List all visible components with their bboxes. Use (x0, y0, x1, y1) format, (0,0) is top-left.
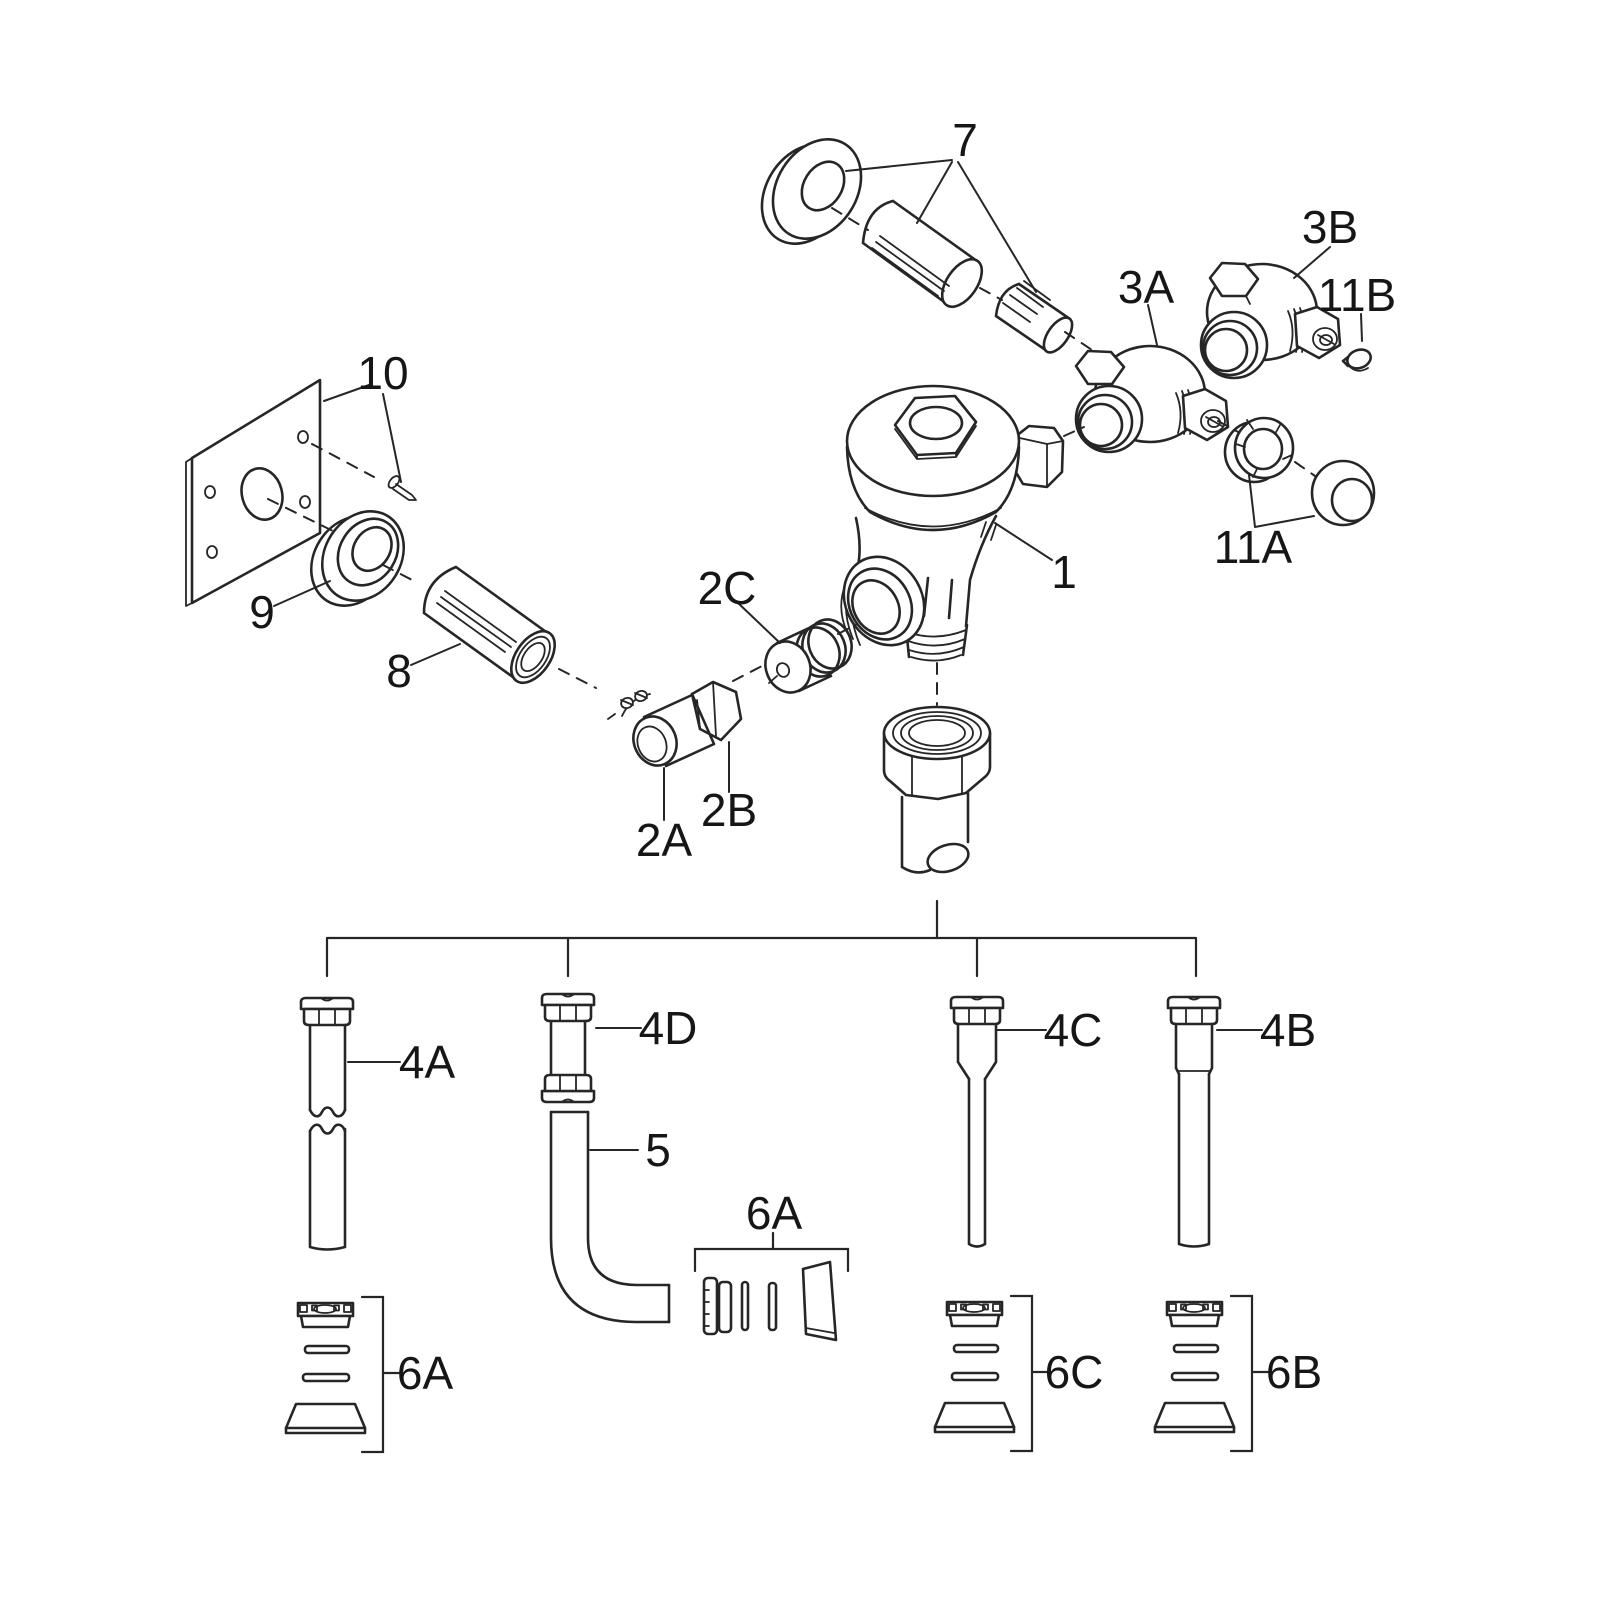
callout-2B: 2B (701, 784, 757, 836)
callout-4D: 4D (639, 1002, 698, 1054)
part-2-button-assembly-drawing (558, 601, 858, 821)
part-4C-tube-drawing (949, 995, 1047, 1248)
callout-11B: 11B (1318, 269, 1396, 321)
callout-6B: 6B (1266, 1346, 1322, 1398)
callout-6A-stack: 6A (397, 1347, 454, 1399)
callout-6C: 6C (1045, 1346, 1104, 1398)
part-7-escutcheon-sleeve-nipple-drawing (760, 138, 1093, 354)
valve-outlet-coupling-drawing (882, 662, 992, 874)
part-11B-cap-drawing (1341, 313, 1372, 372)
callout-3B: 3B (1302, 201, 1358, 253)
callout-3A: 3A (1118, 261, 1175, 313)
part-3B-control-stop-drawing (1199, 246, 1342, 380)
callout-11A: 11A (1214, 521, 1293, 573)
callout-2C: 2C (698, 562, 757, 614)
callout-7: 7 (952, 114, 978, 166)
callout-2A: 2A (636, 814, 693, 866)
callout-8: 8 (386, 645, 412, 697)
part-6A-stack-drawing (284, 1295, 403, 1454)
branch-tree-connector (325, 899, 1198, 978)
part-8-sleeve-drawing (410, 565, 556, 684)
callout-4A: 4A (399, 1036, 456, 1088)
callout-9: 9 (249, 586, 275, 638)
part-6B-stack-drawing (1153, 1294, 1272, 1453)
part-11A-ring-nut-and-cap-drawing (1217, 416, 1376, 528)
callout-4C: 4C (1044, 1004, 1103, 1056)
part-5-elbow-tube-drawing (549, 1110, 671, 1324)
callout-10: 10 (357, 347, 408, 399)
part-6C-stack-drawing (933, 1294, 1052, 1453)
part-9-escutcheon-drawing (273, 510, 417, 607)
callout-1: 1 (1051, 546, 1077, 598)
callout-5: 5 (645, 1124, 671, 1176)
callout-6A-kit: 6A (746, 1187, 803, 1239)
part-10-wall-plate-drawing (185, 378, 417, 607)
part-1-valve-body-drawing (840, 384, 1085, 662)
part-6A-kit-drawing (693, 1231, 850, 1342)
part-4B-tube-drawing (1166, 995, 1263, 1248)
part-4D-tube-drawing (540, 992, 642, 1104)
callout-4B: 4B (1260, 1004, 1316, 1056)
part-4A-tube-drawing (299, 996, 401, 1251)
